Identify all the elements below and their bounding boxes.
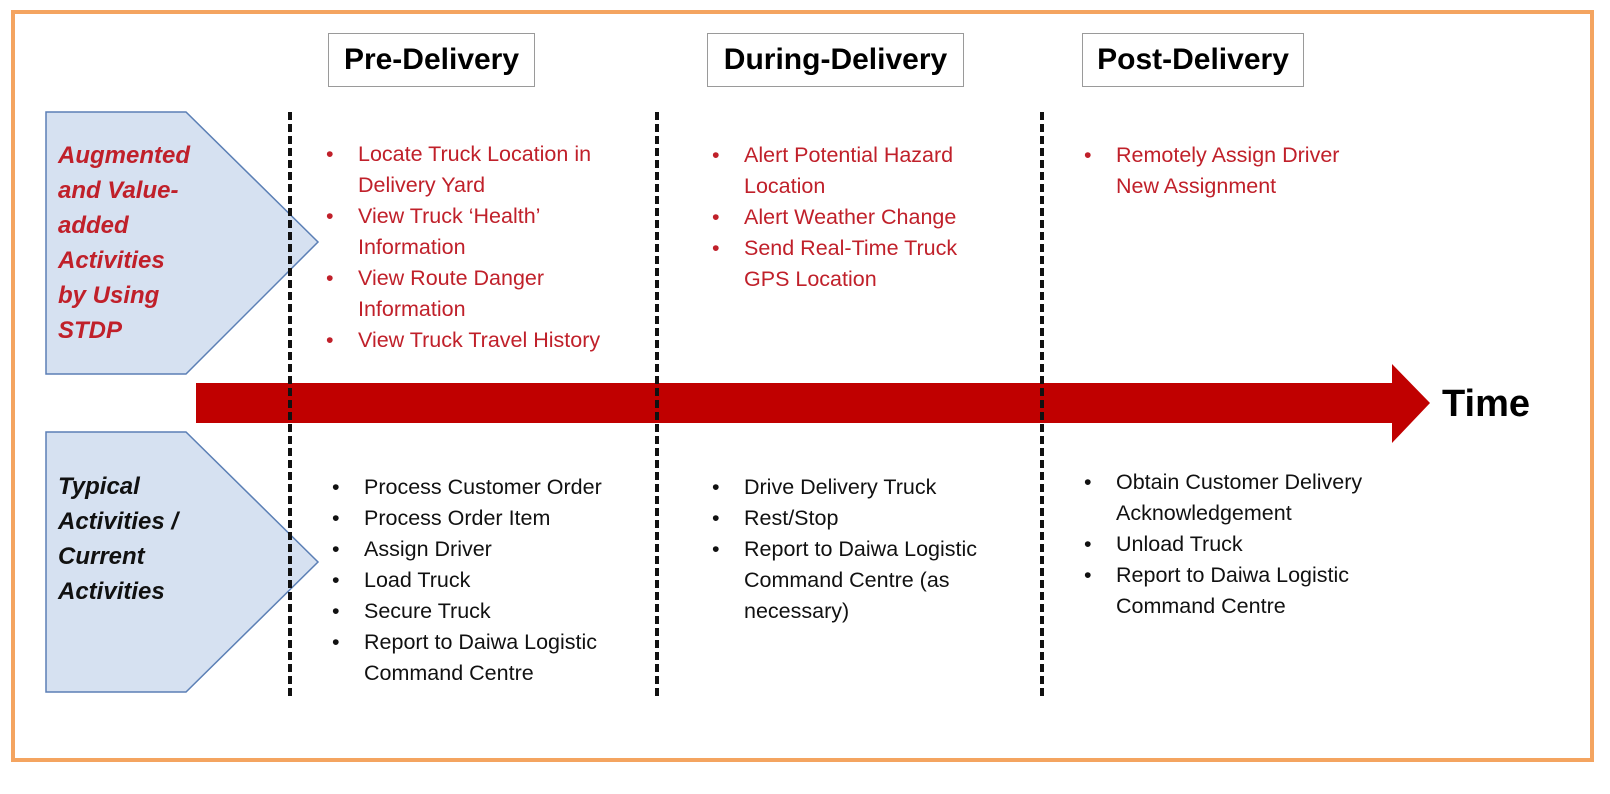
diagram-frame (11, 10, 1594, 762)
activity-item: Obtain Customer Delivery Acknowledgement (1078, 467, 1398, 529)
augmented-during-delivery-list: Alert Potential Hazard LocationAlert Wea… (706, 140, 1006, 295)
label-line: Activities (58, 247, 165, 274)
typical-pre-delivery-list: Process Customer OrderProcess Order Item… (326, 472, 646, 689)
activity-item: Locate Truck Location in Delivery Yard (320, 139, 640, 201)
activity-item: Assign Driver (326, 534, 646, 565)
augmented-pre-delivery-list: Locate Truck Location in Delivery YardVi… (320, 139, 640, 356)
typical-label-shape (45, 431, 320, 693)
augmented-label-shape (45, 111, 320, 375)
activity-item: Remotely Assign Driver New Assignment (1078, 140, 1368, 202)
typical-during-delivery-list: Drive Delivery TruckRest/StopReport to D… (706, 472, 1006, 627)
activity-item: Process Order Item (326, 503, 646, 534)
activity-item: Unload Truck (1078, 529, 1398, 560)
phase-post-delivery: Post-Delivery (1082, 33, 1304, 87)
activity-item: Report to Daiwa Logistic Command Centre … (706, 534, 1006, 627)
label-line: Current (58, 543, 145, 570)
activity-item: Secure Truck (326, 596, 646, 627)
phase-during-delivery: During-Delivery (707, 33, 964, 87)
activity-item: Report to Daiwa Logistic Command Centre (1078, 560, 1398, 622)
phase-divider-3 (1040, 112, 1044, 696)
label-line: Typical (58, 473, 140, 500)
activity-item: Report to Daiwa Logistic Command Centre (326, 627, 646, 689)
label-line: and Value- (58, 177, 179, 204)
typical-post-delivery-list: Obtain Customer Delivery Acknowledgement… (1078, 467, 1398, 622)
activity-item: Rest/Stop (706, 503, 1006, 534)
activity-item: View Route Danger Information (320, 263, 640, 325)
label-line: STDP (58, 317, 123, 344)
activity-item: Process Customer Order (326, 472, 646, 503)
activity-item: Load Truck (326, 565, 646, 596)
activity-item: Alert Potential Hazard Location (706, 140, 1006, 202)
phase-divider-1 (288, 112, 292, 696)
label-line: Augmented (58, 142, 190, 169)
time-label: Time (1442, 383, 1531, 425)
phase-pre-delivery: Pre-Delivery (328, 33, 535, 87)
activity-item: View Truck ‘Health’ Information (320, 201, 640, 263)
label-line: by Using (58, 282, 160, 309)
label-line: added (58, 212, 129, 239)
activity-item: Alert Weather Change (706, 202, 1006, 233)
augmented-post-delivery-list: Remotely Assign Driver New Assignment (1078, 140, 1368, 202)
label-line: Activities / (58, 508, 179, 535)
phase-divider-2 (655, 112, 659, 696)
activity-item: View Truck Travel History (320, 325, 640, 356)
activity-item: Send Real-Time Truck GPS Location (706, 233, 1006, 295)
activity-item: Drive Delivery Truck (706, 472, 1006, 503)
label-line: Activities (58, 578, 165, 605)
time-arrow-shape (196, 364, 1430, 443)
